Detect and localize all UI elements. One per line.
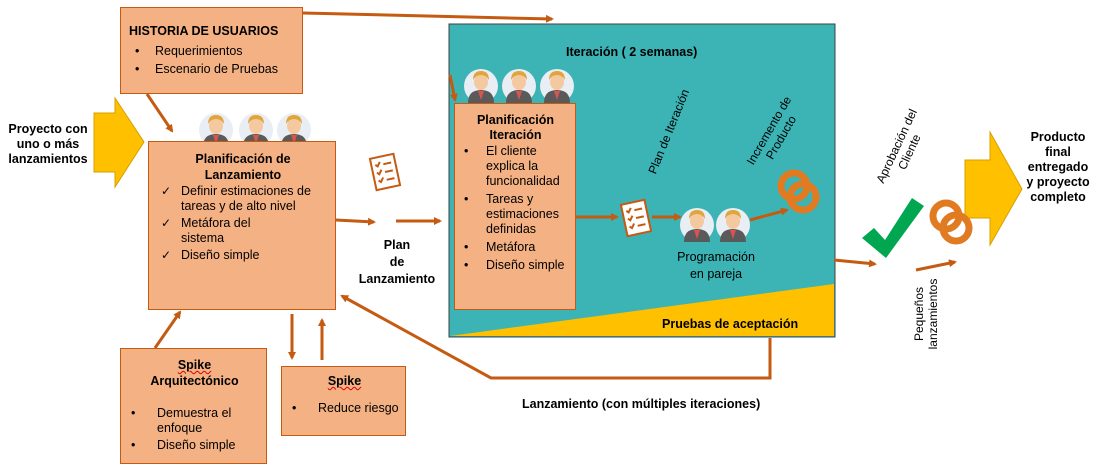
label-line: Pequeños xyxy=(912,286,926,342)
list-item: Metáfora xyxy=(458,240,573,255)
title-line: Spike xyxy=(177,358,212,372)
list-item: Tareas y estimaciones definidas xyxy=(458,192,573,237)
label-line: lanzamientos xyxy=(926,278,940,350)
acceptance-tests-label: Pruebas de aceptación xyxy=(662,317,799,331)
iteration-planning-title: Planificación Iteración xyxy=(458,113,573,143)
user-stories-box: HISTORIA DE USUARIOS Requerimientos Esce… xyxy=(120,7,303,94)
final-product-label: Producto final entregado y proyecto comp… xyxy=(1018,130,1096,205)
title-line: Lanzamiento xyxy=(204,168,282,182)
small-releases-label: Pequeños lanzamientos xyxy=(912,272,940,356)
title-line: Planificación de xyxy=(195,152,291,166)
label-line: completo xyxy=(1030,190,1086,204)
iteration-title: Iteración ( 2 semanas) xyxy=(566,45,698,59)
user-stories-list: Requerimientos Escenario de Pruebas xyxy=(129,44,302,77)
label-line: Lanzamiento xyxy=(358,272,436,286)
release-planning-box: Planificación de Lanzamiento Definir est… xyxy=(148,141,336,310)
project-input-text: Proyecto con uno o más lanzamientos xyxy=(8,122,88,166)
acceptance-tests-band xyxy=(450,284,834,336)
output-arrow xyxy=(964,130,1023,247)
pair-programming-label: Programación en pareja xyxy=(666,249,766,283)
label-line: en pareja xyxy=(689,267,743,281)
list-item: Diseño simple xyxy=(125,438,264,453)
release-planning-title: Planificación de Lanzamiento xyxy=(155,151,331,183)
list-item: Requerimientos xyxy=(129,44,302,59)
architectural-spike-list: Demuestra el enfoque Diseño simple xyxy=(125,406,264,453)
label-line: entregado xyxy=(1027,160,1089,174)
list-item: Diseño simple xyxy=(458,258,573,273)
release-plan-label: Plan de Lanzamiento xyxy=(352,237,442,288)
spike-list: Reduce riesgo xyxy=(286,401,403,416)
title-line: Spike xyxy=(327,374,362,388)
list-item: Metáfora del sistema xyxy=(155,216,331,246)
title-line: Arquitectónico xyxy=(150,374,239,388)
list-item: Reduce riesgo xyxy=(286,401,403,416)
release-multiple-iterations-label: Lanzamiento (con múltiples iteraciones) xyxy=(522,397,761,411)
user-stories-title: HISTORIA DE USUARIOS xyxy=(129,24,279,38)
spike-title: Spike xyxy=(286,374,403,389)
architectural-spike-box: Spike Arquitectónico Demuestra el enfoqu… xyxy=(120,348,267,464)
title-line: Planificación xyxy=(476,113,555,127)
input-arrow xyxy=(93,96,145,189)
label-line: de xyxy=(389,255,405,269)
approval-check-icon xyxy=(862,198,924,258)
list-item: Diseño simple xyxy=(155,248,331,263)
list-item: Escenario de Pruebas xyxy=(129,62,302,77)
release-planning-list: Definir estimaciones de tareas y de alto… xyxy=(155,184,331,263)
iteration-planning-box: Planificación Iteración El cliente expli… xyxy=(454,103,576,310)
architectural-spike-title: Spike Arquitectónico xyxy=(125,357,264,389)
label-line: final xyxy=(1045,145,1071,159)
list-item: Demuestra el enfoque xyxy=(125,406,264,436)
iteration-planning-list: El cliente explica la funcionalidad Tare… xyxy=(458,144,573,273)
label-line: Producto xyxy=(1030,130,1086,144)
list-item: El cliente explica la funcionalidad xyxy=(458,144,573,189)
label-line: Plan xyxy=(383,238,411,252)
label-line: y proyecto xyxy=(1026,175,1090,189)
label-line: Programación xyxy=(677,250,755,264)
project-input-label: Proyecto con uno o más lanzamientos xyxy=(4,122,92,167)
title-line: Iteración xyxy=(489,128,542,142)
spike-box: Spike Reduce riesgo xyxy=(281,366,406,436)
list-item: Definir estimaciones de tareas y de alto… xyxy=(155,184,331,214)
